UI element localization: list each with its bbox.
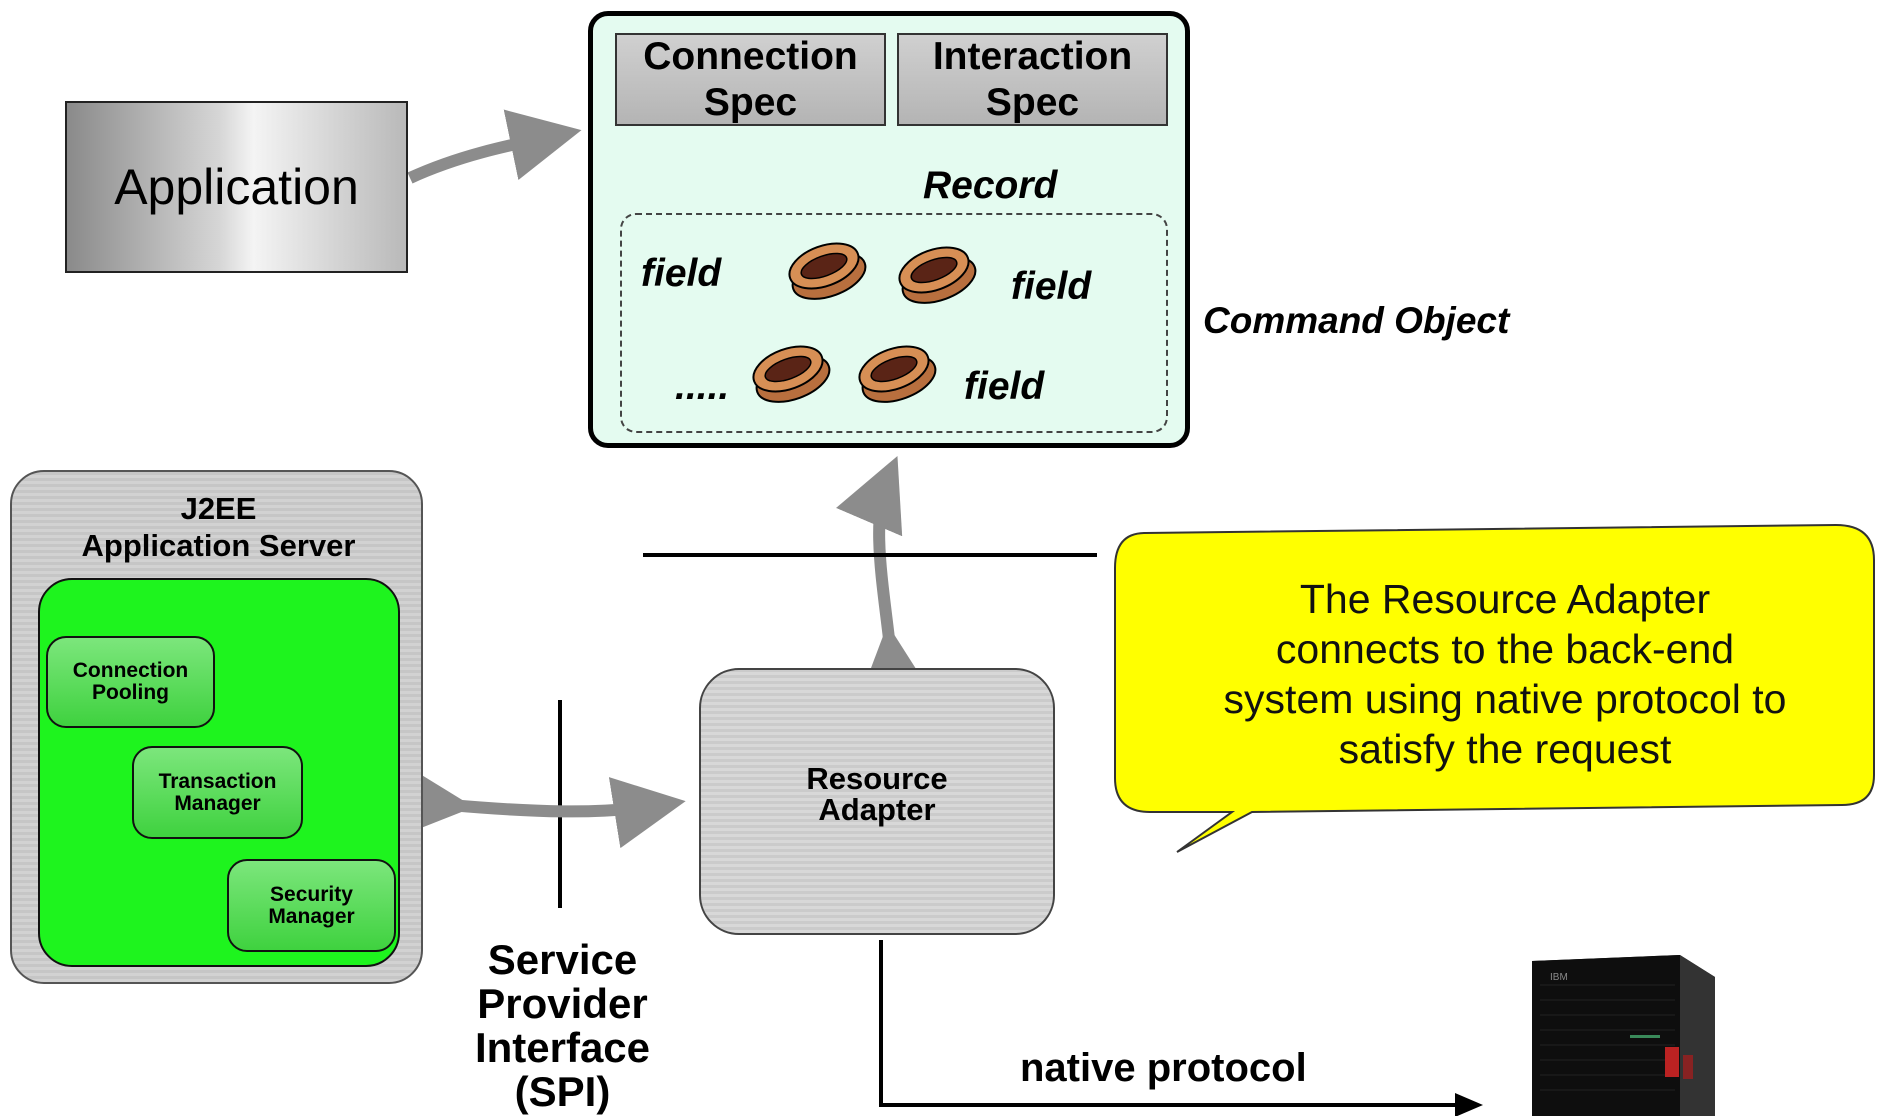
server-ra-arrow	[399, 764, 686, 849]
field-pod-icon	[752, 345, 831, 403]
spi-label: Service Provider Interface (SPI)	[474, 936, 651, 1115]
field-label: field	[1011, 265, 1092, 308]
interaction-spec: Interaction Spec	[897, 33, 1168, 126]
transaction-manager-box: Transaction Manager	[132, 746, 303, 839]
ellipsis-label: .....	[675, 365, 730, 408]
field-pod-icon	[858, 345, 937, 403]
record-area: field field field .....	[620, 213, 1168, 433]
callout-bubble	[1114, 523, 1875, 853]
command-object-box: Connection Spec Interaction Spec Record …	[588, 11, 1190, 448]
resource-adapter-box: Resource Adapter	[699, 668, 1055, 935]
native-protocol-line	[879, 940, 1483, 1116]
app-to-command-arrow	[407, 109, 582, 184]
connection-pooling-label: Connection Pooling	[72, 659, 189, 704]
callout-text: The Resource Adapter connects to the bac…	[1223, 576, 1787, 772]
app-server-box: J2EE Application Server Connection Pooli…	[10, 470, 423, 984]
connection-spec: Connection Spec	[615, 33, 886, 126]
record-title: Record	[923, 164, 1058, 207]
server-brand: IBM	[1550, 972, 1568, 983]
application-box: Application	[65, 101, 408, 273]
field-label: field	[964, 365, 1045, 408]
command-ra-arrow	[836, 455, 931, 700]
field-pod-icon	[788, 242, 867, 300]
app-server-title: J2EE Application Server	[81, 491, 356, 563]
app-server-services-area: Connection Pooling Transaction Manager S…	[38, 578, 400, 967]
transaction-manager-label: Transaction Manager	[158, 769, 277, 815]
security-manager-box: Security Manager	[227, 859, 396, 952]
native-protocol-label: native protocol	[1020, 1046, 1307, 1090]
security-manager-label: Security Manager	[268, 882, 355, 928]
resource-adapter-label: Resource Adapter	[806, 761, 948, 827]
connection-spec-label: Connection Spec	[643, 34, 858, 124]
field-label: field	[641, 252, 722, 295]
connection-pooling-box: Connection Pooling	[46, 636, 215, 728]
interaction-spec-label: Interaction Spec	[932, 34, 1133, 124]
application-label: Application	[114, 159, 359, 215]
command-object-label: Command Object	[1203, 300, 1510, 341]
backend-server-icon: IBM	[1532, 955, 1715, 1116]
field-pod-icon	[898, 246, 977, 304]
